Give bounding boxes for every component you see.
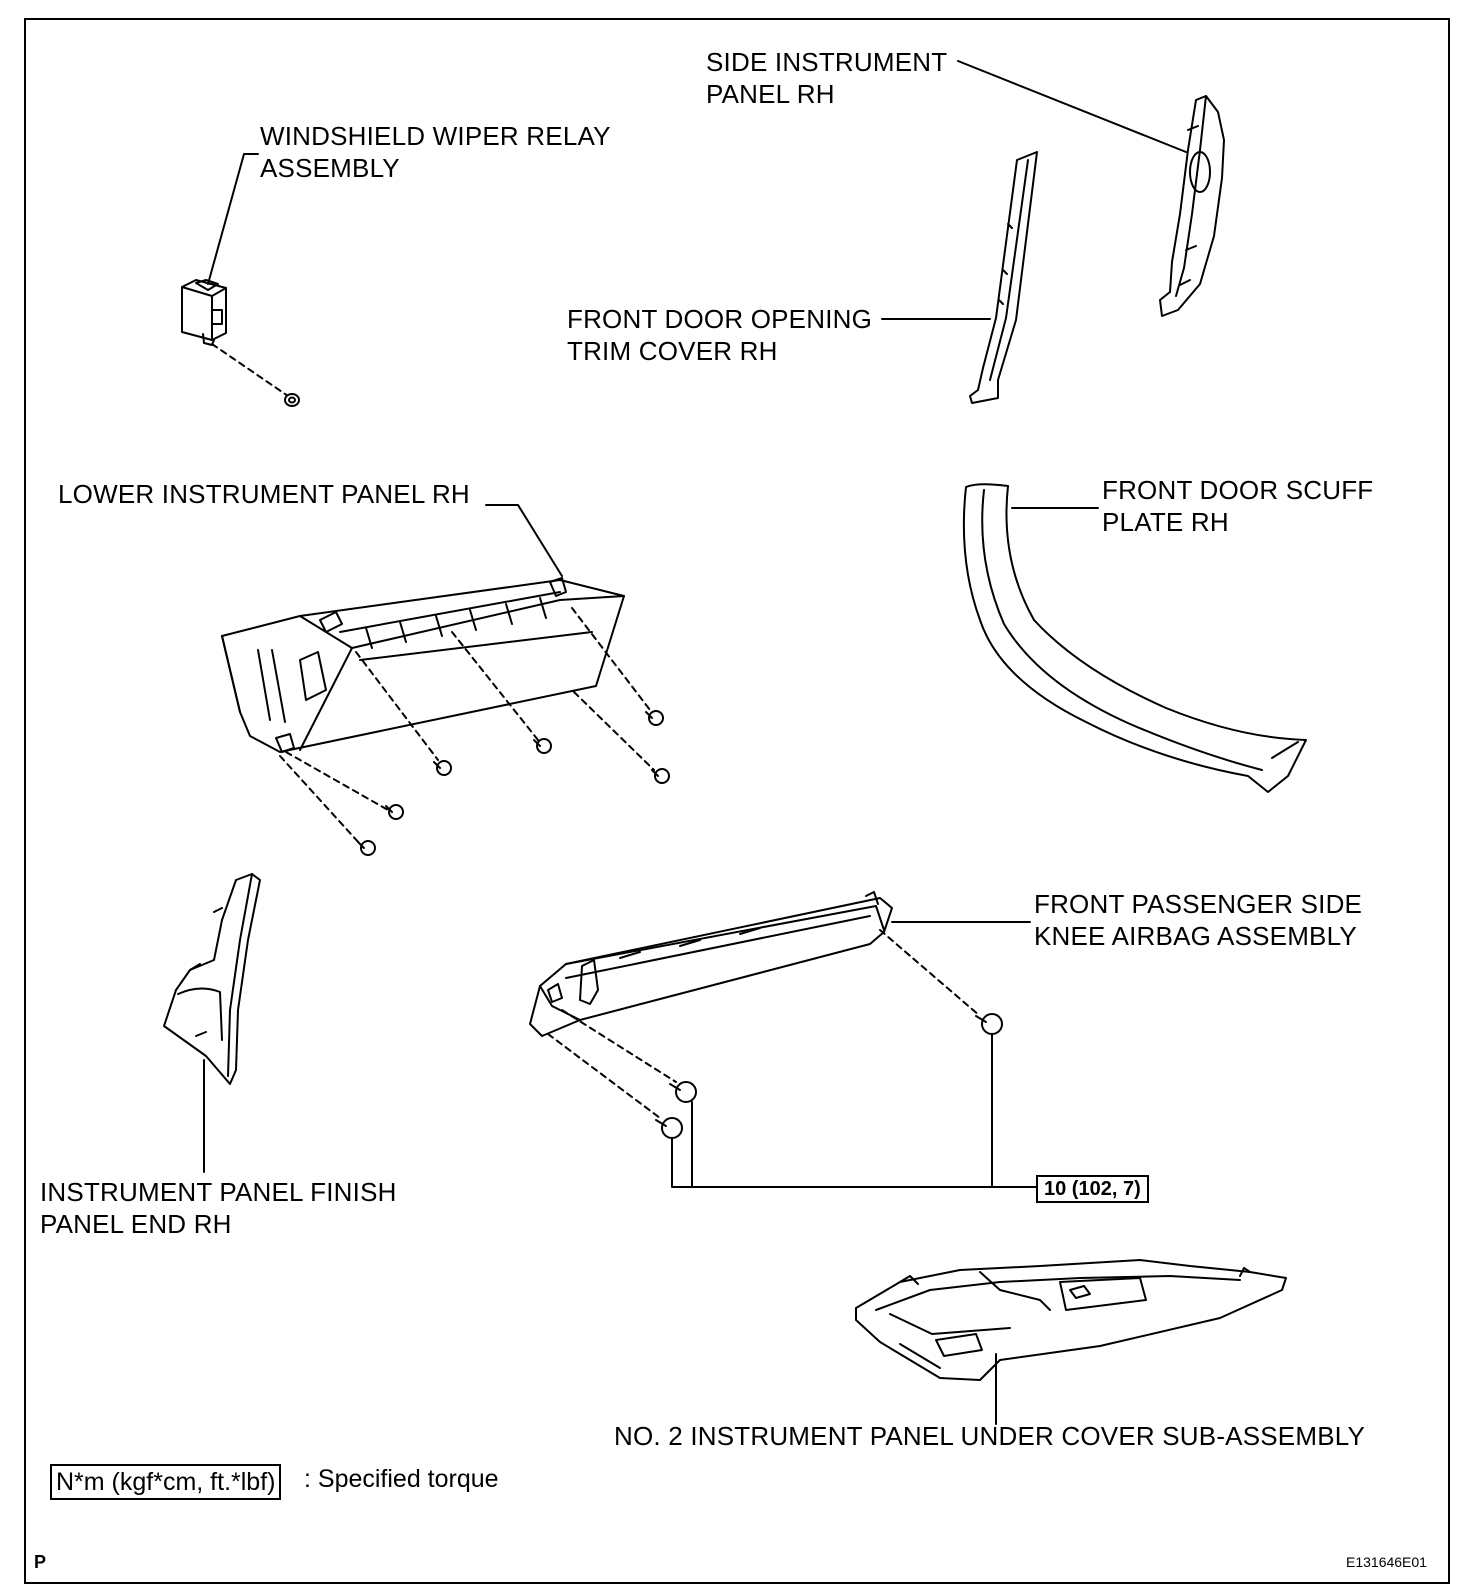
knee-airbag-part — [529, 891, 893, 1037]
finish-panel-end-label: INSTRUMENT PANEL FINISH PANEL END RH — [40, 1177, 397, 1239]
relay-nut — [284, 393, 300, 407]
under-cover-label: NO. 2 INSTRUMENT PANEL UNDER COVER SUB-A… — [614, 1421, 1366, 1451]
side-instrument-panel-label: SIDE INSTRUMENT PANEL RH — [706, 47, 948, 109]
lower-panel-screws — [357, 710, 670, 856]
door-scuff-plate-label: FRONT DOOR SCUFF PLATE RH — [1102, 475, 1374, 537]
wiper-relay-leader — [207, 153, 259, 285]
airbag-bolts — [655, 1013, 1003, 1139]
lower-panel-leader — [485, 504, 563, 577]
lower-instrument-panel-part — [221, 577, 625, 753]
door-opening-trim-part — [969, 151, 1038, 404]
wiper-relay-label: WINDSHIELD WIPER RELAY ASSEMBLY — [260, 121, 611, 183]
figure-code: E131646E01 — [1346, 1554, 1427, 1570]
airbag-bolt-guides — [547, 929, 981, 1119]
torque-spec-box: 10 (102, 7) — [1036, 1175, 1149, 1203]
lower-instrument-panel-label: LOWER INSTRUMENT PANEL RH — [58, 479, 470, 509]
lower-panel-bolt-guides — [279, 607, 655, 845]
wiper-relay-part — [181, 279, 227, 346]
side-instrument-panel-part — [1159, 95, 1225, 317]
door-scuff-plate-part — [962, 483, 1307, 793]
torque-bracket-lines — [671, 1033, 1037, 1188]
door-opening-trim-label: FRONT DOOR OPENING TRIM COVER RH — [567, 304, 873, 366]
torque-unit-legend-box: N*m (kgf*cm, ft.*lbf) — [50, 1464, 282, 1500]
torque-legend-text: : Specified torque — [304, 1465, 499, 1493]
under-cover-part — [855, 1259, 1287, 1381]
relay-bolt-guide — [211, 343, 289, 397]
knee-airbag-label: FRONT PASSENGER SIDE KNEE AIRBAG ASSEMBL… — [1034, 889, 1363, 951]
diagram-frame — [24, 18, 1450, 1584]
corner-letter: P — [34, 1552, 47, 1572]
side-panel-leader — [957, 60, 1187, 153]
finish-panel-end-part — [163, 873, 261, 1085]
